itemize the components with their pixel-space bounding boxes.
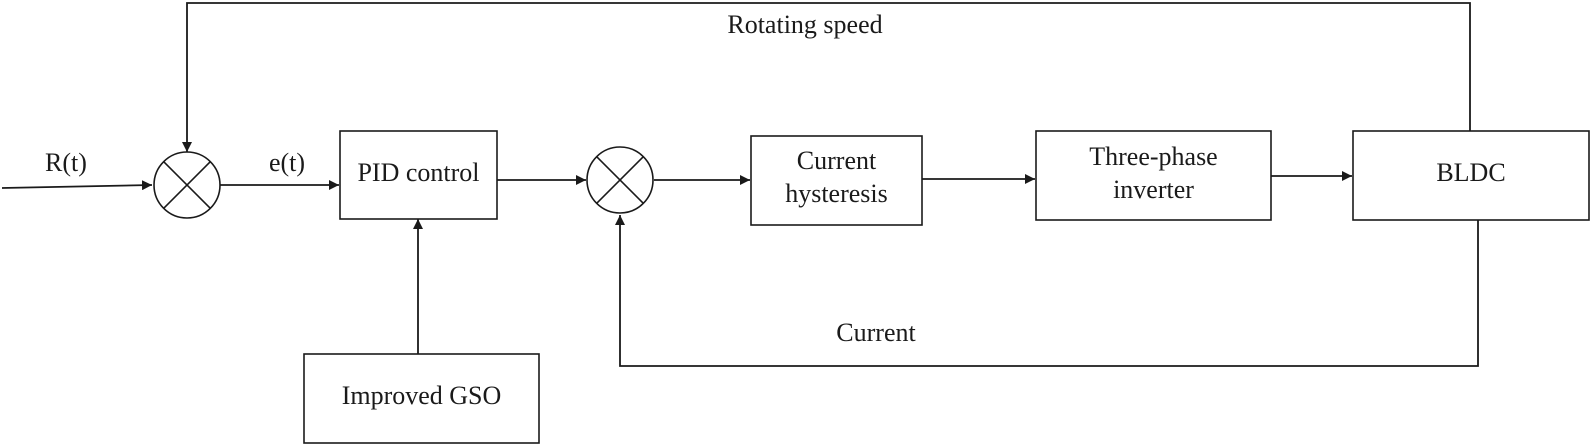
bldc-label: BLDC <box>1436 158 1505 187</box>
summing-junction-speed <box>153 151 221 219</box>
error-signal-label: e(t) <box>269 148 305 177</box>
reference-input-arrow <box>1 180 153 191</box>
connections <box>1 2 1479 367</box>
three-phase-inverter-label-line1: Three-phase <box>1089 142 1217 171</box>
speed-feedback-arrow <box>182 2 1471 152</box>
current-feedback-label: Current <box>836 318 916 347</box>
pid-control-label: PID control <box>357 158 479 187</box>
improved-gso-label: Improved GSO <box>342 381 502 410</box>
pid-control-block: PID control <box>339 130 498 220</box>
bldc-motor-block: BLDC <box>1352 130 1590 221</box>
rotating-speed-label: Rotating speed <box>727 10 882 39</box>
summing-junction-current <box>586 146 654 214</box>
three-phase-inverter-block: Three-phase inverter <box>1035 130 1272 221</box>
current-hysteresis-label-line2: hysteresis <box>785 179 888 208</box>
improved-gso-block: Improved GSO <box>303 353 540 444</box>
current-hysteresis-block: Current hysteresis <box>750 135 923 226</box>
reference-signal-label: R(t) <box>45 148 87 177</box>
three-phase-inverter-label-line2: inverter <box>1113 175 1194 204</box>
current-feedback-arrow <box>615 215 1479 367</box>
current-hysteresis-label-line1: Current <box>797 146 877 175</box>
